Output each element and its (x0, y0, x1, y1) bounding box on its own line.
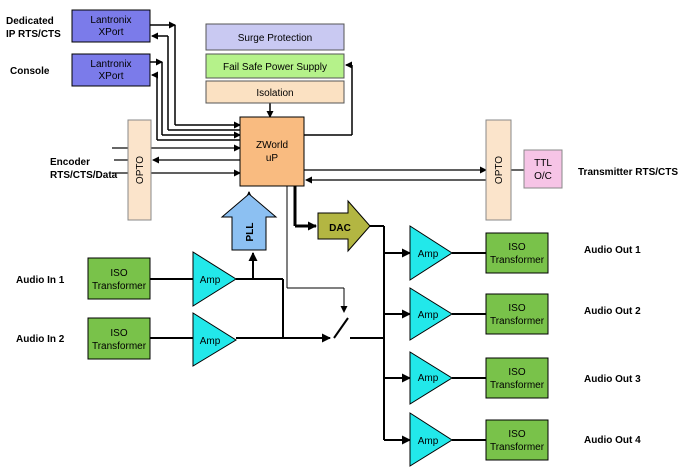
opto-left-block: OPTO (127, 119, 152, 221)
svg-text:ISO: ISO (508, 367, 525, 378)
svg-text:Amp: Amp (418, 373, 439, 384)
svg-text:DAC: DAC (329, 223, 351, 234)
lantronix-xport-1: Lantronix XPort (71, 9, 151, 43)
dac-block: DAC (317, 199, 371, 253)
iso-transformer-out-3: ISO Transformer (485, 357, 549, 399)
svg-text:O/C: O/C (534, 171, 552, 182)
iso-transformer-out-2: ISO Transformer (485, 293, 549, 335)
label-dedicated-1: Dedicated (6, 16, 54, 27)
svg-text:ISO: ISO (508, 429, 525, 440)
svg-text:PLL: PLL (245, 223, 256, 242)
ttl-oc-block: TTL O/C (523, 149, 563, 189)
label-dedicated-2: IP RTS/CTS (6, 29, 61, 40)
svg-text:Amp: Amp (418, 436, 439, 447)
fail-safe-power-block: Fail Safe Power Supply (205, 53, 345, 79)
svg-text:XPort: XPort (98, 27, 123, 38)
label-audio-in-2: Audio In 2 (16, 334, 65, 345)
opto-right-block: OPTO (485, 119, 512, 221)
zworld-up-block: ZWorld uP (239, 116, 305, 187)
isolation-block: Isolation (205, 80, 345, 104)
svg-text:Surge Protection: Surge Protection (238, 33, 313, 44)
svg-text:Amp: Amp (418, 310, 439, 321)
label-encoder-2: RTS/CTS/Data (50, 170, 118, 181)
svg-text:ZWorld: ZWorld (256, 140, 288, 151)
svg-text:Transformer: Transformer (490, 255, 545, 266)
amp-in-2: Amp (192, 312, 237, 367)
svg-text:Amp: Amp (418, 249, 439, 260)
iso-transformer-in-1: ISO Transformer (87, 257, 151, 300)
svg-text:Lantronix: Lantronix (90, 59, 131, 70)
svg-text:Amp: Amp (200, 336, 221, 347)
label-audio-out-3: Audio Out 3 (584, 374, 641, 385)
svg-text:Transformer: Transformer (490, 316, 545, 327)
iso-transformer-out-1: ISO Transformer (485, 232, 549, 274)
surge-protection-block: Surge Protection (205, 23, 345, 51)
svg-text:ISO: ISO (508, 242, 525, 253)
connections (112, 21, 524, 445)
lantronix-xport-2: Lantronix XPort (71, 53, 151, 87)
svg-text:Transformer: Transformer (92, 281, 147, 292)
amp-out-3: Amp (409, 351, 453, 405)
svg-text:Transformer: Transformer (490, 380, 545, 391)
svg-text:OPTO: OPTO (494, 156, 505, 184)
amp-out-1: Amp (409, 225, 453, 281)
svg-text:Amp: Amp (200, 275, 221, 286)
label-audio-out-1: Audio Out 1 (584, 245, 641, 256)
amp-out-2: Amp (409, 287, 453, 341)
iso-transformer-in-2: ISO Transformer (87, 317, 151, 360)
label-audio-in-1: Audio In 1 (16, 275, 65, 286)
amp-out-4: Amp (409, 412, 453, 467)
svg-text:Fail Safe Power Supply: Fail Safe Power Supply (223, 62, 327, 73)
label-audio-out-4: Audio Out 4 (584, 435, 641, 446)
svg-text:uP: uP (266, 153, 279, 164)
label-console: Console (10, 66, 50, 77)
iso-transformer-out-4: ISO Transformer (485, 419, 549, 461)
svg-text:Transformer: Transformer (92, 341, 147, 352)
svg-text:ISO: ISO (508, 303, 525, 314)
amp-in-1: Amp (192, 251, 237, 307)
label-audio-out-2: Audio Out 2 (584, 306, 641, 317)
label-transmitter: Transmitter RTS/CTS (578, 167, 678, 178)
switch-blade (333, 317, 349, 339)
label-encoder-1: Encoder (50, 157, 90, 168)
svg-text:ISO: ISO (110, 268, 127, 279)
svg-text:XPort: XPort (98, 71, 123, 82)
svg-text:OPTO: OPTO (135, 156, 146, 184)
pll-block: PLL (220, 193, 278, 251)
svg-text:Isolation: Isolation (256, 88, 293, 99)
svg-text:Transformer: Transformer (490, 442, 545, 453)
svg-text:ISO: ISO (110, 328, 127, 339)
svg-text:Lantronix: Lantronix (90, 15, 131, 26)
svg-text:TTL: TTL (534, 158, 552, 169)
